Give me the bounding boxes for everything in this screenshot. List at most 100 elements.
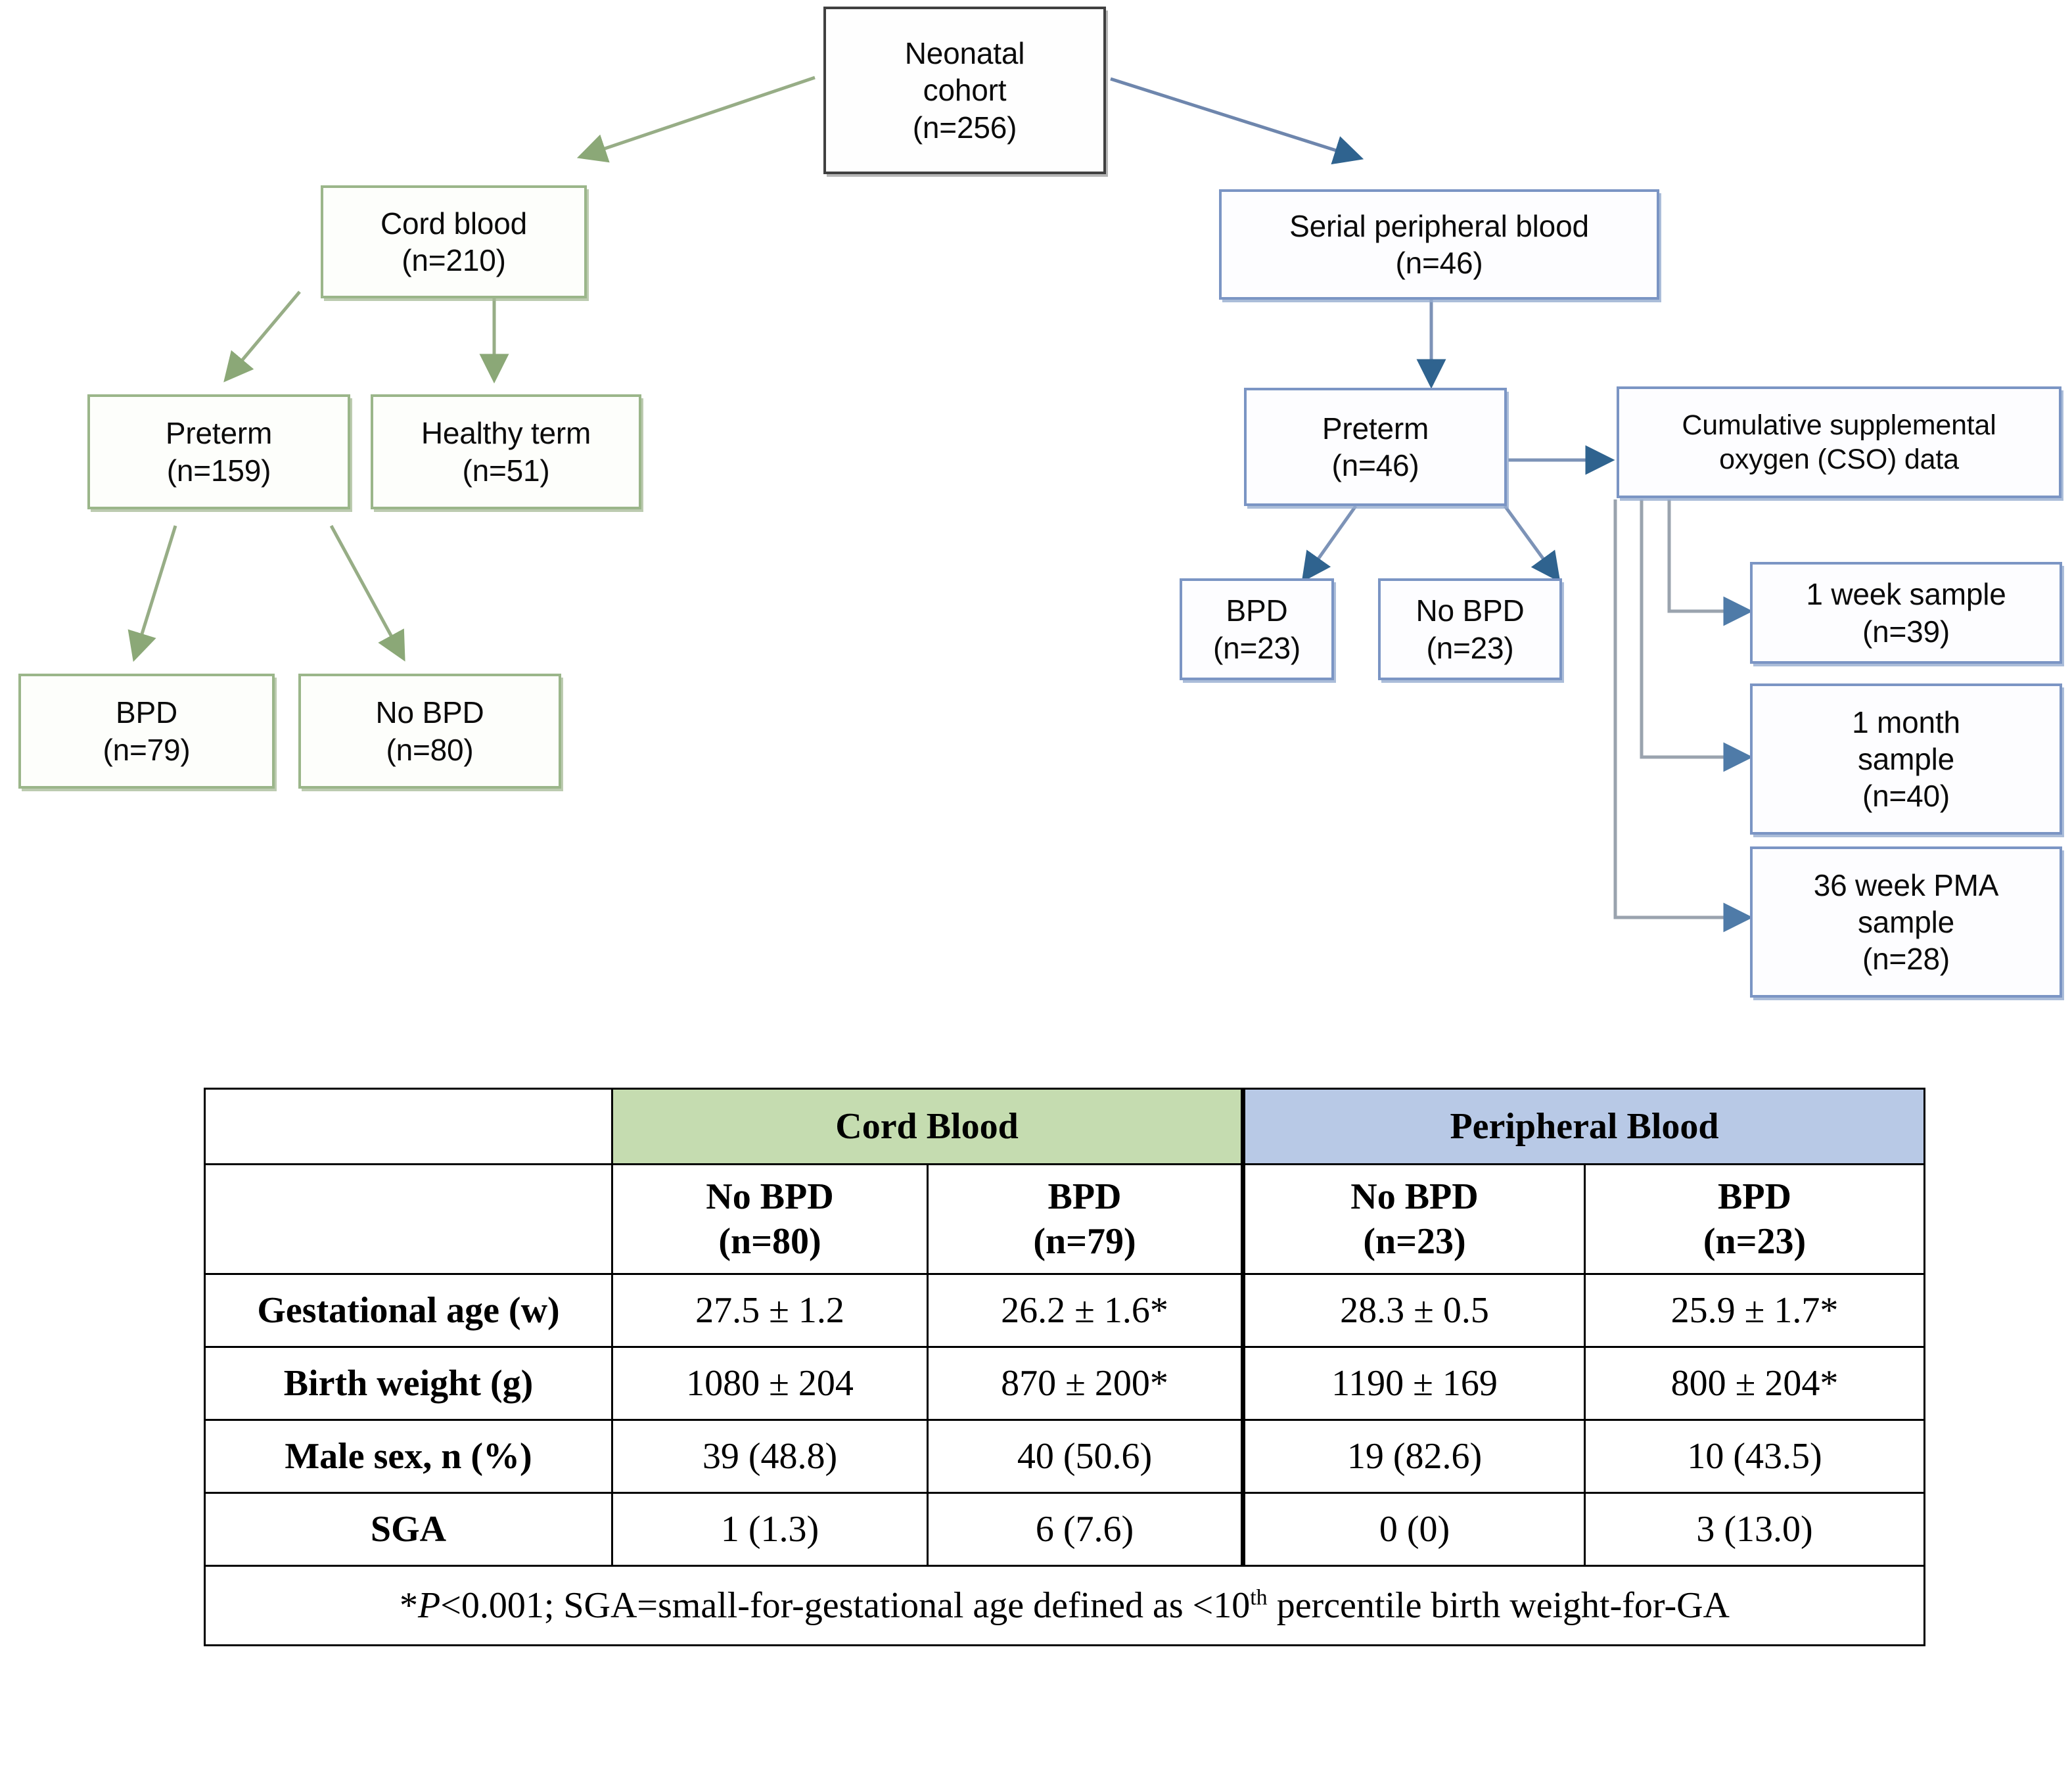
subheader-cell-periph-no-bpd: No BPD (n=23) bbox=[1241, 1163, 1586, 1275]
cell-sga-cord-bpd: 6 (7.6) bbox=[927, 1492, 1244, 1567]
characteristics-table: Cord Blood Peripheral Blood No BPD (n=80… bbox=[204, 1088, 1925, 1646]
node-neonatal-cohort-line3: (n=256) bbox=[912, 110, 1017, 145]
node-healthy-term: Healthy term (n=51) bbox=[371, 394, 641, 509]
node-periph-bpd: BPD (n=23) bbox=[1180, 578, 1334, 680]
node-cord-no-bpd-line2: (n=80) bbox=[386, 732, 474, 767]
node-1-month-sample: 1 month sample (n=40) bbox=[1750, 683, 2062, 835]
subheader-cell-cord-bpd: BPD (n=79) bbox=[927, 1163, 1244, 1275]
connector-preterm-to-no-bpd bbox=[329, 524, 405, 662]
footnote-p-italic: P bbox=[418, 1585, 441, 1626]
node-cord-preterm-line1: Preterm bbox=[165, 416, 273, 451]
header-cell-cord-blood: Cord Blood bbox=[611, 1088, 1244, 1165]
footnote-superscript: th bbox=[1250, 1585, 1268, 1610]
connector-root-to-cord-blood bbox=[576, 76, 816, 163]
subheader-cell-periph-bpd: BPD (n=23) bbox=[1584, 1163, 1925, 1275]
node-neonatal-cohort-line2: cohort bbox=[923, 73, 1007, 108]
subheader-cord-bpd-count: (n=79) bbox=[1033, 1221, 1136, 1262]
node-cso-data-line1: Cumulative supplemental bbox=[1682, 409, 1996, 441]
cell-birth-weight-periph-no-bpd: 1190 ± 169 bbox=[1241, 1346, 1586, 1421]
footnote-rest-a: <0.001; SGA=small-for-gestational age de… bbox=[440, 1585, 1251, 1626]
connector-cso-to-week1 bbox=[1667, 499, 1753, 626]
cell-male-sex-cord-bpd: 40 (50.6) bbox=[927, 1419, 1244, 1494]
node-cord-bpd-line1: BPD bbox=[116, 695, 177, 730]
row-label-birth-weight: Birth weight (g) bbox=[204, 1346, 613, 1421]
node-cso-data: Cumulative supplemental oxygen (CSO) dat… bbox=[1617, 386, 2061, 498]
node-cord-bpd: BPD (n=79) bbox=[18, 674, 275, 789]
node-cord-bpd-line2: (n=79) bbox=[103, 732, 191, 767]
header-cell-peripheral-blood: Peripheral Blood bbox=[1241, 1088, 1925, 1165]
node-periph-preterm-line2: (n=46) bbox=[1331, 448, 1419, 482]
node-1-month-sample-line3: (n=40) bbox=[1862, 779, 1950, 814]
subheader-cell-cord-no-bpd: No BPD (n=80) bbox=[611, 1163, 929, 1275]
node-periph-preterm: Preterm (n=46) bbox=[1244, 388, 1507, 506]
node-periph-no-bpd-line1: No BPD bbox=[1416, 593, 1525, 628]
node-serial-peripheral-blood-line2: (n=46) bbox=[1395, 246, 1483, 280]
node-periph-no-bpd-line2: (n=23) bbox=[1426, 630, 1514, 665]
node-cord-blood-line1: Cord blood bbox=[380, 206, 528, 241]
subheader-periph-bpd-count: (n=23) bbox=[1703, 1221, 1807, 1262]
subheader-cell-blank bbox=[204, 1163, 613, 1275]
cell-gestational-age-cord-bpd: 26.2 ± 1.6* bbox=[927, 1273, 1244, 1348]
row-label-gestational-age: Gestational age (w) bbox=[204, 1273, 613, 1348]
node-cord-no-bpd: No BPD (n=80) bbox=[298, 674, 561, 789]
node-serial-peripheral-blood-line1: Serial peripheral blood bbox=[1289, 208, 1589, 243]
node-healthy-term-line2: (n=51) bbox=[462, 453, 550, 488]
node-cso-data-line2: oxygen (CSO) data bbox=[1719, 444, 1959, 475]
node-cord-no-bpd-line1: No BPD bbox=[375, 695, 484, 730]
connector-cso-to-month1 bbox=[1640, 499, 1753, 772]
footnote-rest-b: percentile birth weight-for-GA bbox=[1267, 1585, 1730, 1626]
row-label-sga: SGA bbox=[204, 1492, 613, 1567]
node-periph-bpd-line2: (n=23) bbox=[1212, 630, 1301, 665]
table-row: Male sex, n (%) 39 (48.8) 40 (50.6) 19 (… bbox=[204, 1419, 1925, 1494]
node-periph-no-bpd: No BPD (n=23) bbox=[1378, 578, 1562, 680]
subheader-periph-bpd-label: BPD bbox=[1718, 1176, 1791, 1217]
node-healthy-term-line1: Healthy term bbox=[421, 416, 591, 451]
node-cord-preterm: Preterm (n=159) bbox=[87, 394, 350, 509]
cell-gestational-age-periph-bpd: 25.9 ± 1.7* bbox=[1584, 1273, 1925, 1348]
node-periph-bpd-line1: BPD bbox=[1226, 593, 1288, 628]
node-cord-blood: Cord blood (n=210) bbox=[321, 185, 587, 298]
table-header-row-subgroups: No BPD (n=80) BPD (n=79) No BPD (n=23) B… bbox=[204, 1163, 1925, 1275]
node-1-month-sample-line2: sample bbox=[1857, 741, 1955, 776]
subheader-periph-no-bpd-count: (n=23) bbox=[1363, 1221, 1466, 1262]
cell-sga-periph-bpd: 3 (13.0) bbox=[1584, 1492, 1925, 1567]
cell-sga-cord-no-bpd: 1 (1.3) bbox=[611, 1492, 929, 1567]
characteristics-table-wrapper: Cord Blood Peripheral Blood No BPD (n=80… bbox=[204, 1088, 1925, 1646]
cell-gestational-age-cord-no-bpd: 27.5 ± 1.2 bbox=[611, 1273, 929, 1348]
table-row: Gestational age (w) 27.5 ± 1.2 26.2 ± 1.… bbox=[204, 1273, 1925, 1348]
cell-sga-periph-no-bpd: 0 (0) bbox=[1241, 1492, 1586, 1567]
connector-cord-to-preterm bbox=[223, 290, 301, 382]
connector-periph-preterm-to-bpd bbox=[1301, 505, 1358, 583]
connector-preterm-to-bpd bbox=[127, 525, 177, 662]
table-row: Birth weight (g) 1080 ± 204 870 ± 200* 1… bbox=[204, 1346, 1925, 1421]
node-1-month-sample-line1: 1 month bbox=[1852, 705, 1960, 739]
node-36-week-pma-sample-line3: (n=28) bbox=[1862, 942, 1950, 977]
node-1-week-sample-line2: (n=39) bbox=[1862, 614, 1950, 649]
node-neonatal-cohort-line1: Neonatal bbox=[904, 36, 1025, 71]
table-header-row-groups: Cord Blood Peripheral Blood bbox=[204, 1088, 1925, 1165]
node-cord-blood-line2: (n=210) bbox=[402, 243, 506, 277]
cell-male-sex-cord-no-bpd: 39 (48.8) bbox=[611, 1419, 929, 1494]
cell-male-sex-periph-no-bpd: 19 (82.6) bbox=[1241, 1419, 1586, 1494]
cell-birth-weight-periph-bpd: 800 ± 204* bbox=[1584, 1346, 1925, 1421]
node-serial-peripheral-blood: Serial peripheral blood (n=46) bbox=[1219, 189, 1659, 300]
subheader-periph-no-bpd-label: No BPD bbox=[1350, 1176, 1479, 1217]
node-36-week-pma-sample-line1: 36 week PMA bbox=[1813, 867, 1999, 902]
subheader-cord-bpd-label: BPD bbox=[1048, 1176, 1122, 1217]
subheader-cord-no-bpd-count: (n=80) bbox=[718, 1221, 821, 1262]
table-row: SGA 1 (1.3) 6 (7.6) 0 (0) 3 (13.0) bbox=[204, 1492, 1925, 1567]
node-1-week-sample: 1 week sample (n=39) bbox=[1750, 562, 2062, 664]
connector-root-to-serial-peripheral bbox=[1110, 77, 1364, 165]
cell-birth-weight-cord-bpd: 870 ± 200* bbox=[927, 1346, 1244, 1421]
connector-cso-to-pma36 bbox=[1613, 499, 1753, 933]
node-neonatal-cohort: Neonatal cohort (n=256) bbox=[823, 7, 1106, 174]
subheader-cord-no-bpd-label: No BPD bbox=[706, 1176, 834, 1217]
cell-gestational-age-periph-no-bpd: 28.3 ± 0.5 bbox=[1241, 1273, 1586, 1348]
cell-male-sex-periph-bpd: 10 (43.5) bbox=[1584, 1419, 1925, 1494]
study-flowchart: Neonatal cohort (n=256) Cord blood (n=21… bbox=[18, 7, 2062, 998]
node-1-week-sample-line1: 1 week sample bbox=[1806, 577, 2006, 612]
footnote-star: * bbox=[400, 1585, 419, 1626]
connector-periph-preterm-to-no-bpd bbox=[1503, 505, 1561, 583]
cell-birth-weight-cord-no-bpd: 1080 ± 204 bbox=[611, 1346, 929, 1421]
